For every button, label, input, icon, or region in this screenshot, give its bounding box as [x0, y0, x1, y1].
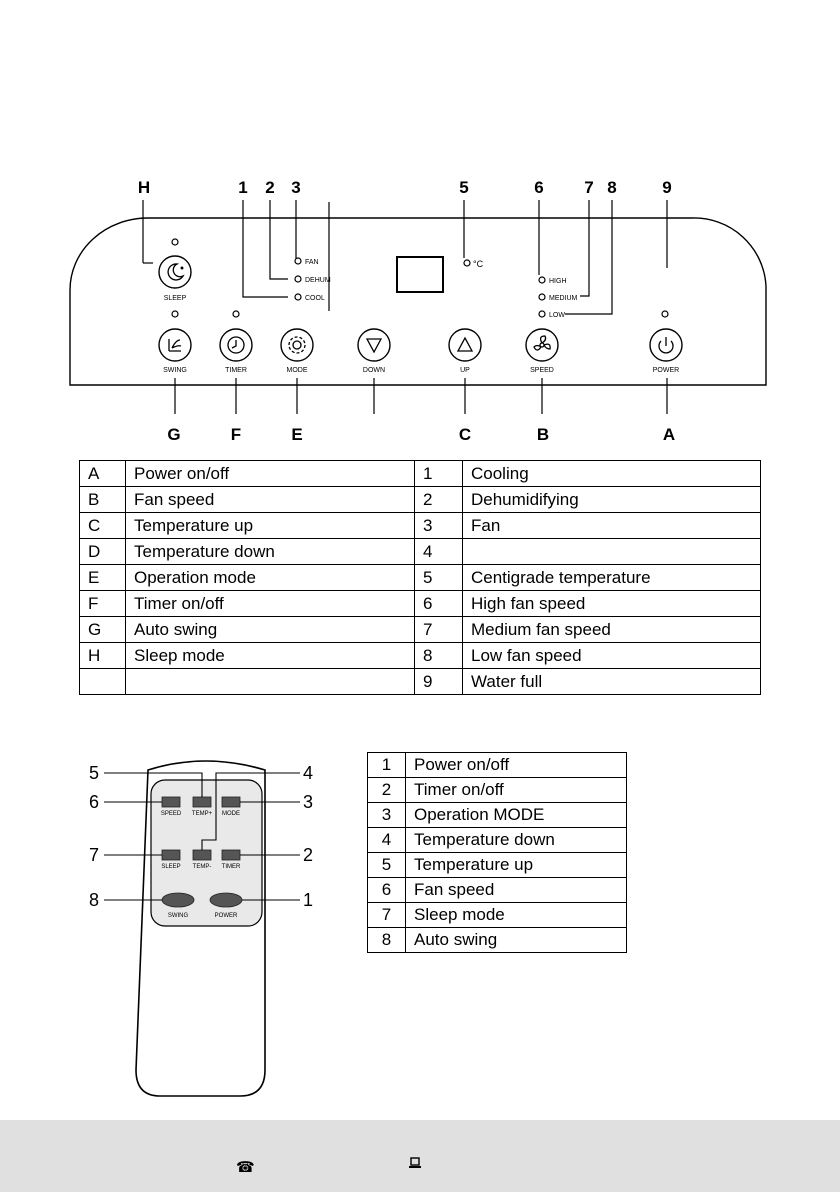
remote-callout-6: 6 — [89, 792, 99, 812]
callout-6: 6 — [534, 178, 543, 197]
down-button-label: DOWN — [363, 367, 385, 374]
remote-speed-button[interactable] — [161, 796, 181, 808]
swing-button-label: SWING — [163, 367, 187, 374]
remote-callout-4: 4 — [303, 763, 313, 783]
page-footer: ☎ — [0, 1120, 840, 1192]
remote-swing-label: SWING — [168, 913, 189, 919]
remote-timer-button[interactable] — [221, 849, 241, 861]
remote-callout-2: 2 — [303, 845, 313, 865]
indicator-cool-label: COOL — [305, 295, 325, 302]
indicator-high-label: HIGH — [549, 278, 567, 285]
callout-9: 9 — [662, 178, 671, 197]
remote-callout-7: 7 — [89, 845, 99, 865]
remote-body — [135, 760, 266, 1097]
callout-C: C — [459, 425, 471, 444]
remote-sleep-button[interactable] — [161, 849, 181, 861]
remote-timer-label: TIMER — [222, 864, 241, 870]
up-button[interactable] — [448, 328, 482, 362]
callout-2: 2 — [265, 178, 274, 197]
callout-3: 3 — [291, 178, 300, 197]
control-panel-diagram: H 1 2 3 5 6 7 8 9 FAN DEHUM — [69, 178, 767, 444]
mode-button[interactable] — [280, 328, 314, 362]
callout-A: A — [663, 425, 675, 444]
remote-mode-button[interactable] — [221, 796, 241, 808]
callout-1: 1 — [238, 178, 247, 197]
remote-swing-button[interactable] — [161, 892, 195, 908]
swing-button[interactable] — [158, 328, 192, 362]
moon-icon — [167, 263, 185, 281]
callout-5: 5 — [459, 178, 468, 197]
panel-outline — [69, 217, 767, 386]
celsius-label: °C — [473, 259, 484, 269]
remote-speed-label: SPEED — [161, 811, 182, 817]
callout-H: H — [138, 178, 150, 197]
clock-icon — [227, 336, 245, 354]
timer-button-label: TIMER — [225, 367, 247, 374]
remote-callout-1: 1 — [303, 890, 313, 910]
temperature-display — [396, 256, 444, 293]
swing-icon — [168, 339, 182, 352]
triangle-up-icon — [456, 336, 474, 352]
down-button[interactable] — [357, 328, 391, 362]
callout-G: G — [167, 425, 180, 444]
remote-mode-label: MODE — [222, 811, 240, 817]
remote-tempminus-label: TEMP- — [193, 864, 212, 870]
callout-B: B — [537, 425, 549, 444]
callout-F: F — [231, 425, 241, 444]
power-icon — [658, 337, 674, 354]
indicator-medium-label: MEDIUM — [549, 295, 578, 302]
remote-power-button[interactable] — [209, 892, 243, 908]
indicator-fan-label: FAN — [305, 259, 319, 266]
remote-power-label: POWER — [215, 913, 238, 919]
sleep-button[interactable] — [158, 255, 192, 289]
sleep-button-label: SLEEP — [164, 295, 187, 302]
remote-sleep-label: SLEEP — [161, 864, 180, 870]
remote-tempplus-label: TEMP+ — [192, 811, 213, 817]
remote-callout-8: 8 — [89, 890, 99, 910]
laptop-icon — [408, 1156, 422, 1173]
remote-control-diagram: SPEED TEMP+ MODE SLEEP TEMP- TIMER SWING… — [89, 760, 313, 1097]
indicator-low-label: LOW — [549, 312, 565, 319]
callout-7: 7 — [584, 178, 593, 197]
remote-tempminus-button[interactable] — [192, 849, 212, 861]
remote-callout-5: 5 — [89, 763, 99, 783]
indicator-dehum-label: DEHUM — [305, 277, 331, 284]
callout-8: 8 — [607, 178, 616, 197]
speed-button[interactable] — [525, 328, 559, 362]
fan-icon — [533, 335, 551, 351]
remote-callout-3: 3 — [303, 792, 313, 812]
power-button-label: POWER — [653, 367, 679, 374]
triangle-down-icon — [365, 338, 383, 354]
up-button-label: UP — [460, 367, 470, 374]
phone-icon: ☎ — [236, 1159, 255, 1176]
speed-button-label: SPEED — [530, 367, 554, 374]
callout-E: E — [291, 425, 302, 444]
mode-button-label: MODE — [287, 367, 308, 374]
gear-icon — [288, 336, 306, 354]
remote-tempplus-button[interactable] — [192, 796, 212, 808]
